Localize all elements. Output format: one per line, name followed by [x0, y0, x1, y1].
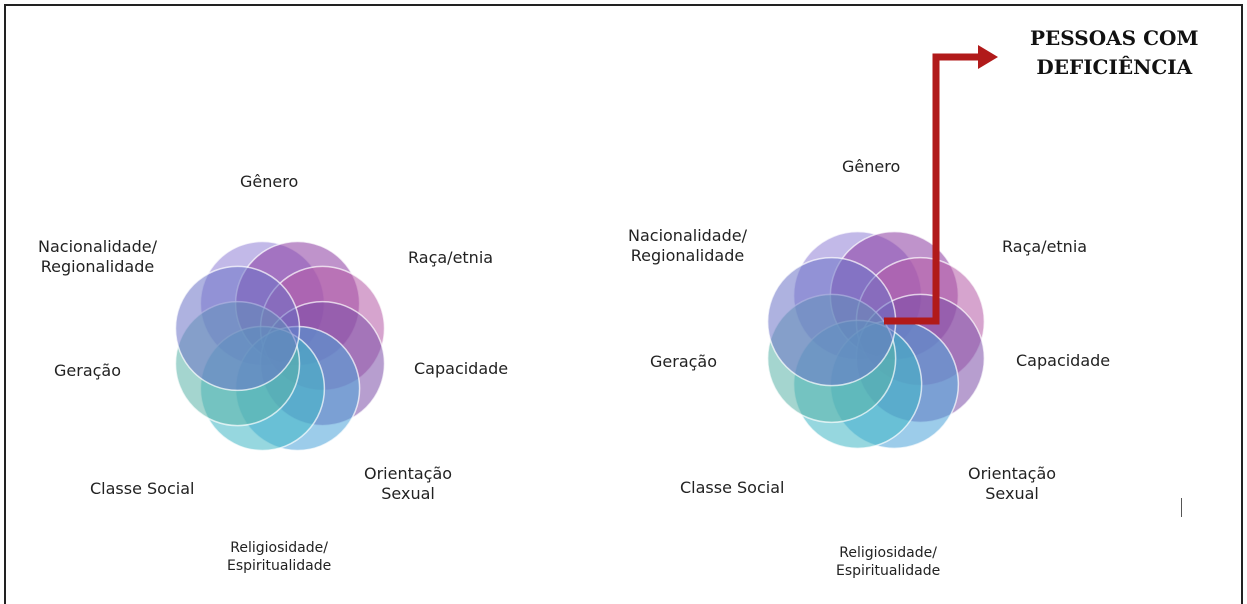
left-petal-8 [174, 265, 301, 392]
flower-left [174, 240, 386, 452]
label-orientacao-right: Orientação Sexual [968, 464, 1057, 503]
right-petal-8 [766, 256, 897, 387]
label-geracao-left: Geração [54, 361, 122, 380]
label-classe-left: Classe Social [90, 479, 195, 498]
label-religiosidade-left: Religiosidade/ Espiritualidade [227, 540, 332, 574]
label-raca-right: Raça/etnia [1002, 237, 1088, 256]
label-orientacao-left: Orientação Sexual [364, 464, 453, 503]
flower-right [766, 230, 986, 450]
label-genero-right: Gênero [842, 157, 901, 176]
label-genero-left: Gênero [240, 172, 299, 191]
label-capacidade-left: Capacidade [414, 359, 509, 378]
label-classe-right: Classe Social [680, 478, 785, 497]
arrow-to-title [884, 45, 998, 325]
label-nacionalidade-left: Nacionalidade/ Regionalidade [38, 237, 157, 276]
label-geracao-right: Geração [650, 352, 718, 371]
image-frame [4, 4, 1243, 604]
label-capacidade-right: Capacidade [1016, 351, 1111, 370]
label-nacionalidade-right: Nacionalidade/ Regionalidade [628, 226, 747, 265]
label-raca-left: Raça/etnia [408, 248, 494, 267]
highlight-title: PESSOAS COM DEFICIÊNCIA [1030, 26, 1199, 79]
label-religiosidade-right: Religiosidade/ Espiritualidade [836, 545, 941, 579]
text-cursor [1181, 498, 1182, 517]
